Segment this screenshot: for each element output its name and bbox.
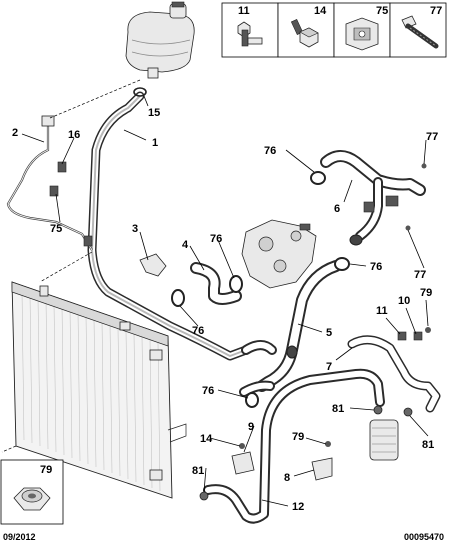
callout-3: 3 (132, 223, 138, 235)
nut-icon (13, 487, 51, 511)
clamp-81-b (403, 407, 413, 417)
hose-4 (190, 262, 242, 305)
radiator-core (21, 291, 161, 492)
callout-16: 16 (68, 129, 80, 141)
callout-79-b: 79 (292, 431, 304, 443)
callout-81-c: 81 (192, 465, 204, 477)
callout-76-a: 76 (264, 145, 276, 157)
clamp-76-e (245, 392, 259, 408)
brackets (49, 161, 431, 481)
callout-81-a: 81 (332, 403, 344, 415)
stud-bolt-icon (237, 21, 263, 47)
clamp-15 (133, 87, 147, 97)
callout-5: 5 (326, 327, 332, 339)
callout-14-b: 14 (200, 433, 213, 445)
callout-labels: 11 14 75 77 15 1 2 16 75 76 77 6 3 4 76 … (12, 5, 442, 513)
clamp-81-c (199, 491, 209, 501)
callout-75-b: 75 (50, 223, 62, 235)
callout-79-c: 79 (40, 464, 52, 476)
callout-12: 12 (292, 501, 304, 513)
callout-76-c: 76 (192, 325, 204, 337)
callout-11: 11 (238, 5, 250, 17)
clamp-76-a (310, 171, 326, 185)
callout-10: 10 (398, 295, 410, 307)
hose-12 (203, 368, 385, 524)
callout-8: 8 (284, 472, 290, 484)
fastener-inset-panel (221, 2, 447, 58)
callout-4: 4 (182, 239, 189, 251)
hex-bolt-icon (290, 18, 319, 48)
clamp-ring-b (286, 345, 298, 359)
guide-lines (1, 79, 141, 453)
leader-lines (21, 95, 429, 507)
hose-clamps (133, 87, 413, 501)
callout-15: 15 (148, 107, 160, 119)
clamp-81-a (373, 405, 383, 415)
expansion-tank (125, 1, 195, 79)
water-pump-housing (241, 219, 317, 289)
callout-6: 6 (334, 203, 340, 215)
callout-79: 79 (420, 287, 432, 299)
radiator (11, 281, 187, 499)
clip-icon (345, 17, 379, 51)
callout-76-b: 76 (210, 233, 222, 245)
callout-11-b: 11 (376, 305, 388, 317)
callout-2: 2 (12, 127, 18, 139)
clamp-ring-a (349, 234, 363, 246)
callout-7: 7 (326, 361, 332, 373)
hose-small (239, 340, 277, 397)
footer-reference: 00095470 (404, 532, 444, 542)
callout-9: 9 (248, 421, 254, 433)
inset-79 (0, 459, 64, 525)
callout-77-b: 77 (426, 131, 438, 143)
callout-75: 75 (376, 5, 388, 17)
bleed-pipe (6, 115, 93, 251)
screw-icon (401, 15, 439, 49)
callout-14: 14 (314, 5, 327, 17)
clamp-76-d (334, 257, 350, 271)
clamp-76-c (229, 275, 243, 293)
hose-6 (320, 150, 426, 241)
callout-81-b: 81 (422, 439, 434, 451)
callout-77-c: 77 (414, 269, 426, 281)
callout-76-e: 76 (202, 385, 214, 397)
hose-7 (347, 335, 441, 413)
footer-date: 09/2012 (3, 532, 36, 542)
callout-77: 77 (430, 5, 442, 17)
clamp-76-b (171, 289, 185, 307)
callout-1: 1 (152, 137, 158, 149)
callout-76-d: 76 (370, 261, 382, 273)
oil-cooler (369, 419, 399, 461)
hose-1 (87, 91, 251, 361)
